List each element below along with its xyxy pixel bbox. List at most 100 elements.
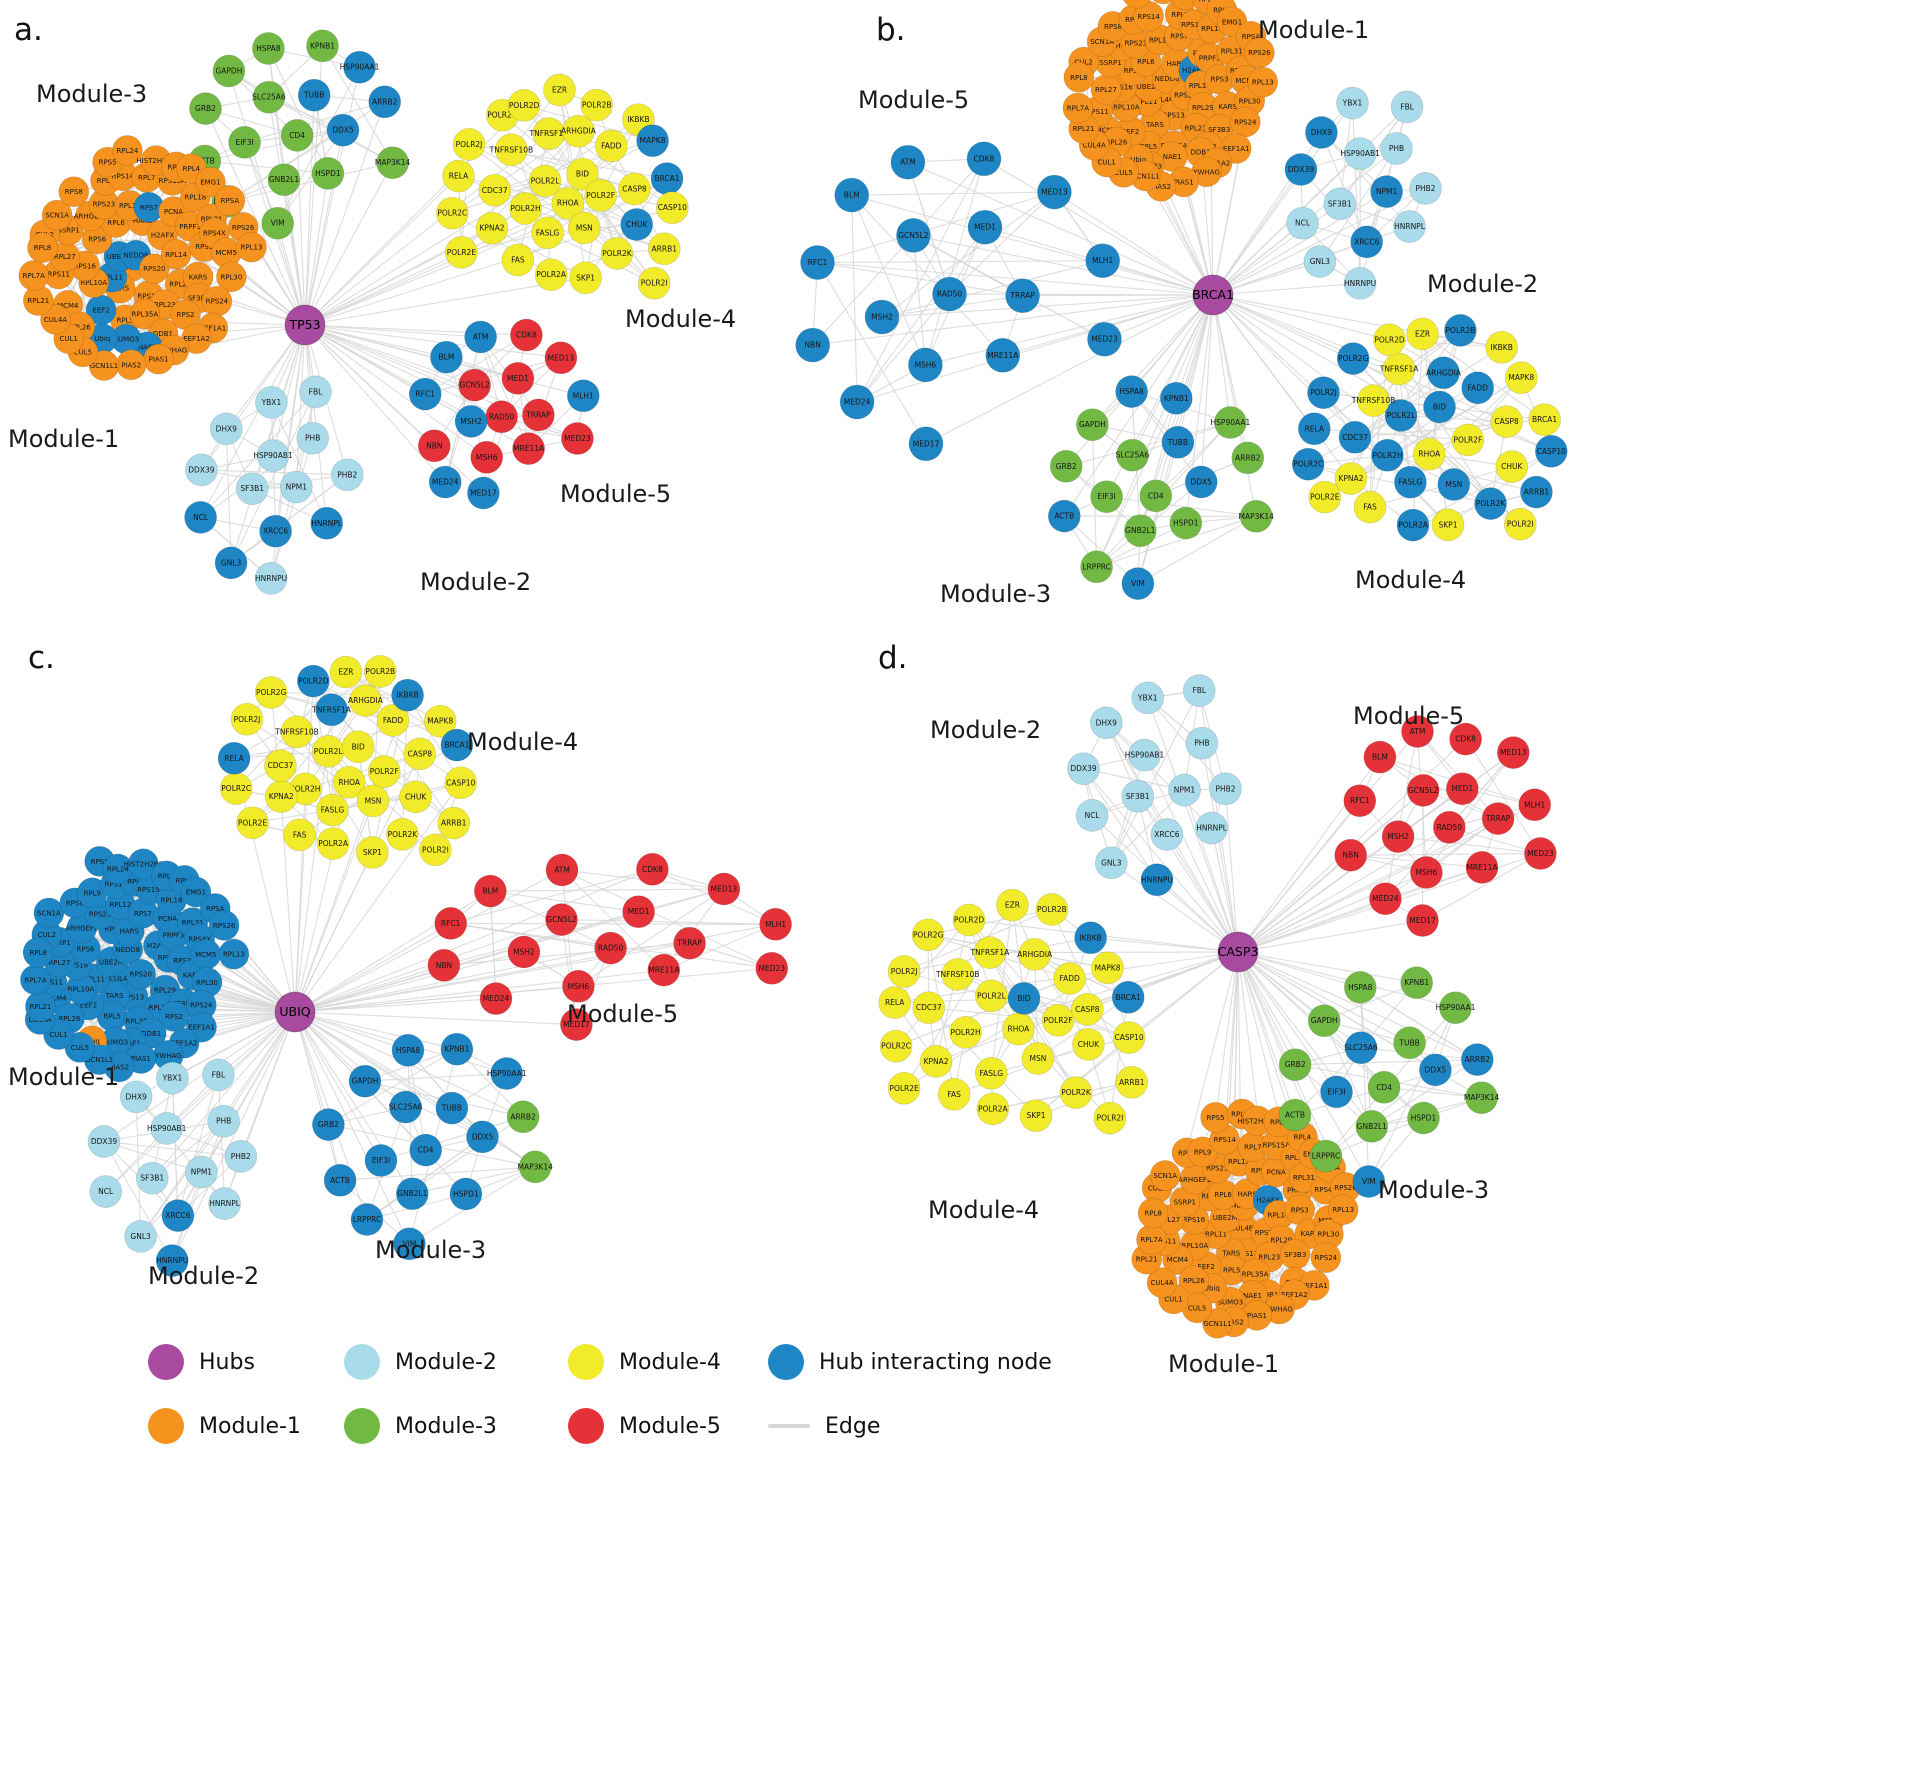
node-SF3B1: SF3B1	[235, 472, 269, 506]
node-MED23: MED23	[1087, 321, 1122, 357]
node-MRE11A: MRE11A	[647, 953, 680, 987]
node-HIST2H2BE: HIST2H2BE	[1170, 0, 1200, 10]
panel-label: c.	[28, 640, 55, 676]
node-RPL24: RPL24	[102, 853, 134, 885]
node-MCM5: MCM5	[190, 939, 222, 970]
node-POLR2D: POLR2D	[507, 88, 541, 122]
panel-label: a.	[14, 12, 43, 48]
node-RPS24: RPS24	[1229, 106, 1261, 138]
node-MED13: MED13	[1037, 174, 1072, 210]
node-POLR2B: POLR2B	[1035, 893, 1069, 926]
node-RPS24: RPS24	[201, 285, 233, 317]
node-POLR2K: POLR2K	[600, 237, 634, 270]
node-MAP3K14: MAP3K14	[375, 146, 411, 180]
node-POLR2I: POLR2I	[637, 266, 671, 300]
node-RPL13: RPL13	[1327, 1194, 1359, 1225]
node-PHB: PHB	[207, 1104, 240, 1138]
node-XRCC6: XRCC6	[259, 514, 292, 548]
node-BRCA1: BRCA1	[650, 162, 684, 195]
node-CD4: CD4	[280, 119, 314, 152]
module-label: Module-5	[567, 1000, 678, 1028]
node-CASP10: CASP10	[1112, 1021, 1146, 1054]
node-GRB2: GRB2	[1278, 1048, 1312, 1082]
hub-label: UBIQ	[279, 1004, 310, 1019]
node-MAP3K14: MAP3K14	[1239, 499, 1274, 533]
node-RFC1: RFC1	[434, 907, 468, 940]
node-CHUK: CHUK	[1495, 450, 1529, 483]
node-POLR2B: POLR2B	[1444, 314, 1477, 347]
node-POLR2F: POLR2F	[1451, 423, 1485, 457]
node-FASLG: FASLG	[974, 1056, 1008, 1090]
node-FBL: FBL	[1390, 90, 1424, 124]
node-NPM1: NPM1	[279, 470, 313, 504]
legend-label-hubs: Hubs	[199, 1349, 255, 1375]
node-FBL: FBL	[299, 375, 332, 409]
node-POLR2C: POLR2C	[1291, 447, 1325, 481]
node-GNB2L1: GNB2L1	[395, 1177, 429, 1211]
hub-node-UBIQ: UBIQ	[274, 991, 316, 1033]
node-GCN5L2: GCN5L2	[458, 368, 491, 402]
node-FASLG: FASLG	[316, 793, 349, 827]
node-HSPD1: HSPD1	[1169, 506, 1203, 540]
node-RPL8: RPL8	[1063, 61, 1095, 93]
node-MED17: MED17	[908, 426, 944, 462]
node-RFC1: RFC1	[800, 245, 835, 280]
node-FAS: FAS	[283, 818, 316, 852]
node-HNRNPU: HNRNPU	[1343, 266, 1377, 300]
node-FASLG: FASLG	[1394, 465, 1427, 499]
node-POLR2F: POLR2F	[584, 179, 617, 212]
node-DDX5: DDX5	[326, 113, 360, 147]
node-MED24: MED24	[428, 465, 462, 499]
node-FADD: FADD	[1461, 371, 1495, 405]
node-CDK8: CDK8	[510, 318, 543, 352]
node-SLC25A6: SLC25A6	[389, 1090, 423, 1124]
node-POLR2G: POLR2G	[911, 918, 945, 952]
node-IKBKB: IKBKB	[391, 678, 424, 712]
node-NPM1: NPM1	[1370, 175, 1403, 208]
edges-layer	[33, 0, 1552, 1324]
node-RAD50: RAD50	[932, 276, 967, 312]
module-label: Module-4	[1355, 566, 1466, 594]
node-VIM: VIM	[261, 206, 295, 240]
node-BLM: BLM	[430, 340, 463, 374]
node-HSP90AA1: HSP90AA1	[1436, 991, 1476, 1025]
node-HNRNPL: HNRNPL	[310, 506, 344, 540]
module-label: Module-2	[1427, 270, 1538, 298]
node-DDX5: DDX5	[1419, 1053, 1452, 1087]
node-TRRAP: TRRAP	[1005, 278, 1040, 314]
module-label: Module-1	[8, 1063, 119, 1091]
module-label: Module-5	[560, 480, 671, 508]
node-RPS26: RPS26	[208, 910, 240, 941]
node-CDK8: CDK8	[636, 852, 669, 886]
legend-item-hub-interacting-node: Hub interacting node	[768, 1344, 1128, 1380]
node-YBX1: YBX1	[156, 1061, 189, 1095]
node-GCN5L2: GCN5L2	[896, 218, 931, 253]
node-NBN: NBN	[427, 948, 461, 982]
node-RPL7A: RPL7A	[20, 964, 51, 996]
node-DHX9: DHX9	[209, 412, 243, 446]
node-MED23: MED23	[755, 951, 789, 985]
node-RPL8: RPL8	[22, 937, 54, 968]
node-PHB2: PHB2	[330, 458, 364, 492]
hub-node-TP53: TP53	[284, 304, 326, 346]
legend-label-module4: Module-4	[619, 1349, 721, 1375]
node-MED24: MED24	[479, 982, 513, 1015]
node-GAPDH: GAPDH	[348, 1064, 382, 1098]
node-POLR2D: POLR2D	[1373, 323, 1406, 357]
node-TNFRSF1A: TNFRSF1A	[311, 693, 352, 727]
node-MSN: MSN	[356, 784, 390, 818]
node-PHB: PHB	[296, 421, 330, 455]
node-ARHGDIA: ARHGDIA	[1017, 938, 1053, 971]
node-MSN: MSN	[1437, 468, 1471, 501]
node-MRE11A: MRE11A	[512, 432, 545, 465]
node-PHB2: PHB2	[1409, 172, 1442, 205]
node-KPNB1: KPNB1	[1400, 966, 1434, 1000]
legend: Hubs Module-2 Module-4 Hub interacting n…	[148, 1330, 1128, 1458]
node-GNL3: GNL3	[124, 1220, 157, 1253]
node-KPNB1: KPNB1	[1159, 381, 1193, 415]
node-MED1: MED1	[967, 209, 1003, 245]
node-LRPPRC: LRPPRC	[1309, 1139, 1343, 1173]
node-ARHGDIA: ARHGDIA	[1426, 356, 1462, 390]
node-NPM1: NPM1	[185, 1155, 218, 1189]
node-CASP8: CASP8	[618, 172, 651, 206]
